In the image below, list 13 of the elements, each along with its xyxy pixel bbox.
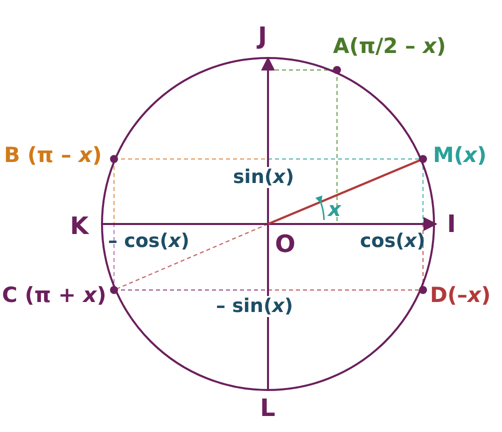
point-label: M(x) [433, 145, 487, 166]
point-label: B (π – x) [4, 145, 102, 166]
value-label: – cos(x) [108, 232, 190, 251]
axis-label: K [70, 214, 89, 238]
axis-label: J [258, 24, 267, 48]
value-label: cos(x) [360, 232, 426, 251]
axis-label: L [260, 396, 276, 420]
point-label: C (π + x) [2, 285, 106, 306]
label: D(–x) [430, 285, 491, 306]
point-label: A(π/2 – x) [333, 36, 446, 57]
origin-label: O [275, 232, 296, 256]
angle-label: x [328, 199, 341, 219]
axis-label: I [447, 212, 456, 236]
